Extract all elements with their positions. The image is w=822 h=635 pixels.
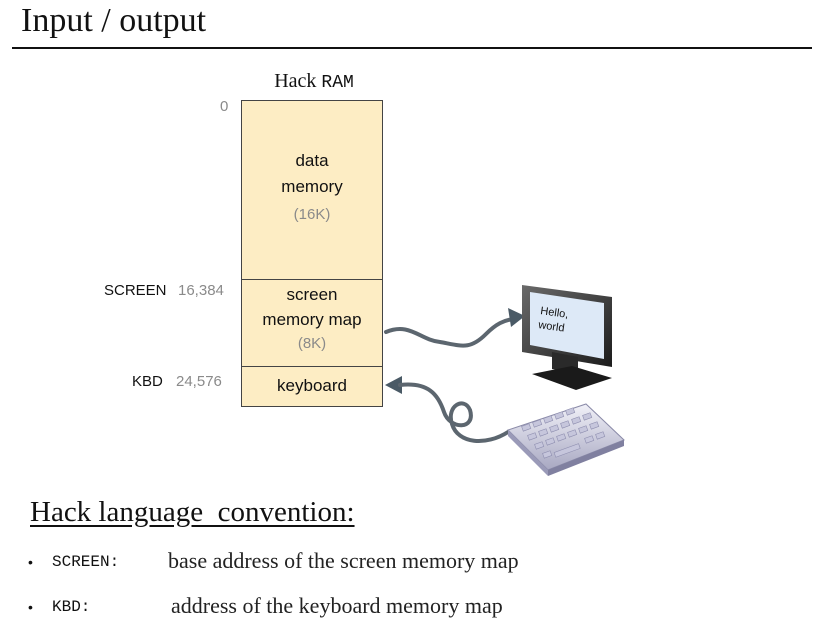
keyboard-label: keyboard bbox=[277, 376, 347, 395]
bullet-screen-text: base address of the screen memory map bbox=[168, 548, 519, 573]
bullet-kbd-text: address of the keyboard memory map bbox=[171, 593, 503, 618]
bullet-screen: • SCREEN: base address of the screen mem… bbox=[28, 548, 728, 578]
screen-symbol: SCREEN bbox=[104, 282, 167, 299]
screen-memory-map-segment: screen memory map (8K) bbox=[241, 279, 383, 367]
ram-title-prefix: Hack bbox=[274, 70, 317, 92]
bullet-kbd: • KBD: address of the keyboard memory ma… bbox=[28, 593, 728, 623]
kbd-symbol: KBD bbox=[132, 373, 163, 390]
address-zero: 0 bbox=[220, 98, 229, 115]
convention-heading-text: Hack language convention: bbox=[30, 496, 355, 528]
screen-map-size: (8K) bbox=[297, 335, 327, 352]
title-underline bbox=[12, 47, 812, 49]
keyboard-segment: keyboard bbox=[241, 366, 383, 407]
bullet-dot-icon: • bbox=[28, 554, 33, 570]
monitor-text-line1: Hello, bbox=[540, 305, 570, 321]
convention-heading: Hack language convention: bbox=[30, 496, 355, 529]
data-memory-segment: data memory (16K) bbox=[241, 100, 383, 280]
screen-map-line2: memory map bbox=[262, 310, 362, 329]
bullet-kbd-code: KBD: bbox=[52, 598, 91, 616]
monitor-icon bbox=[522, 285, 612, 390]
screen-cable bbox=[384, 317, 516, 348]
monitor-text-line2: world bbox=[537, 319, 566, 335]
ram-title-suffix: RAM bbox=[321, 73, 354, 93]
keyboard-cable-arrowhead bbox=[385, 376, 402, 394]
keyboard-cable bbox=[398, 382, 510, 444]
screen-address: 16,384 bbox=[178, 282, 224, 299]
bullet-screen-code: SCREEN: bbox=[52, 553, 120, 571]
screen-cable-arrowhead bbox=[508, 308, 525, 327]
data-memory-line1: data bbox=[295, 151, 329, 170]
page-title: Input / output bbox=[21, 2, 207, 39]
screen-map-line1: screen bbox=[286, 285, 338, 304]
data-memory-size: (16K) bbox=[293, 206, 331, 223]
keyboard-icon bbox=[507, 403, 625, 476]
bullet-dot-icon: • bbox=[28, 599, 33, 615]
data-memory-line2: memory bbox=[281, 177, 343, 196]
ram-title: Hack RAM bbox=[243, 70, 385, 93]
kbd-address: 24,576 bbox=[176, 373, 222, 390]
